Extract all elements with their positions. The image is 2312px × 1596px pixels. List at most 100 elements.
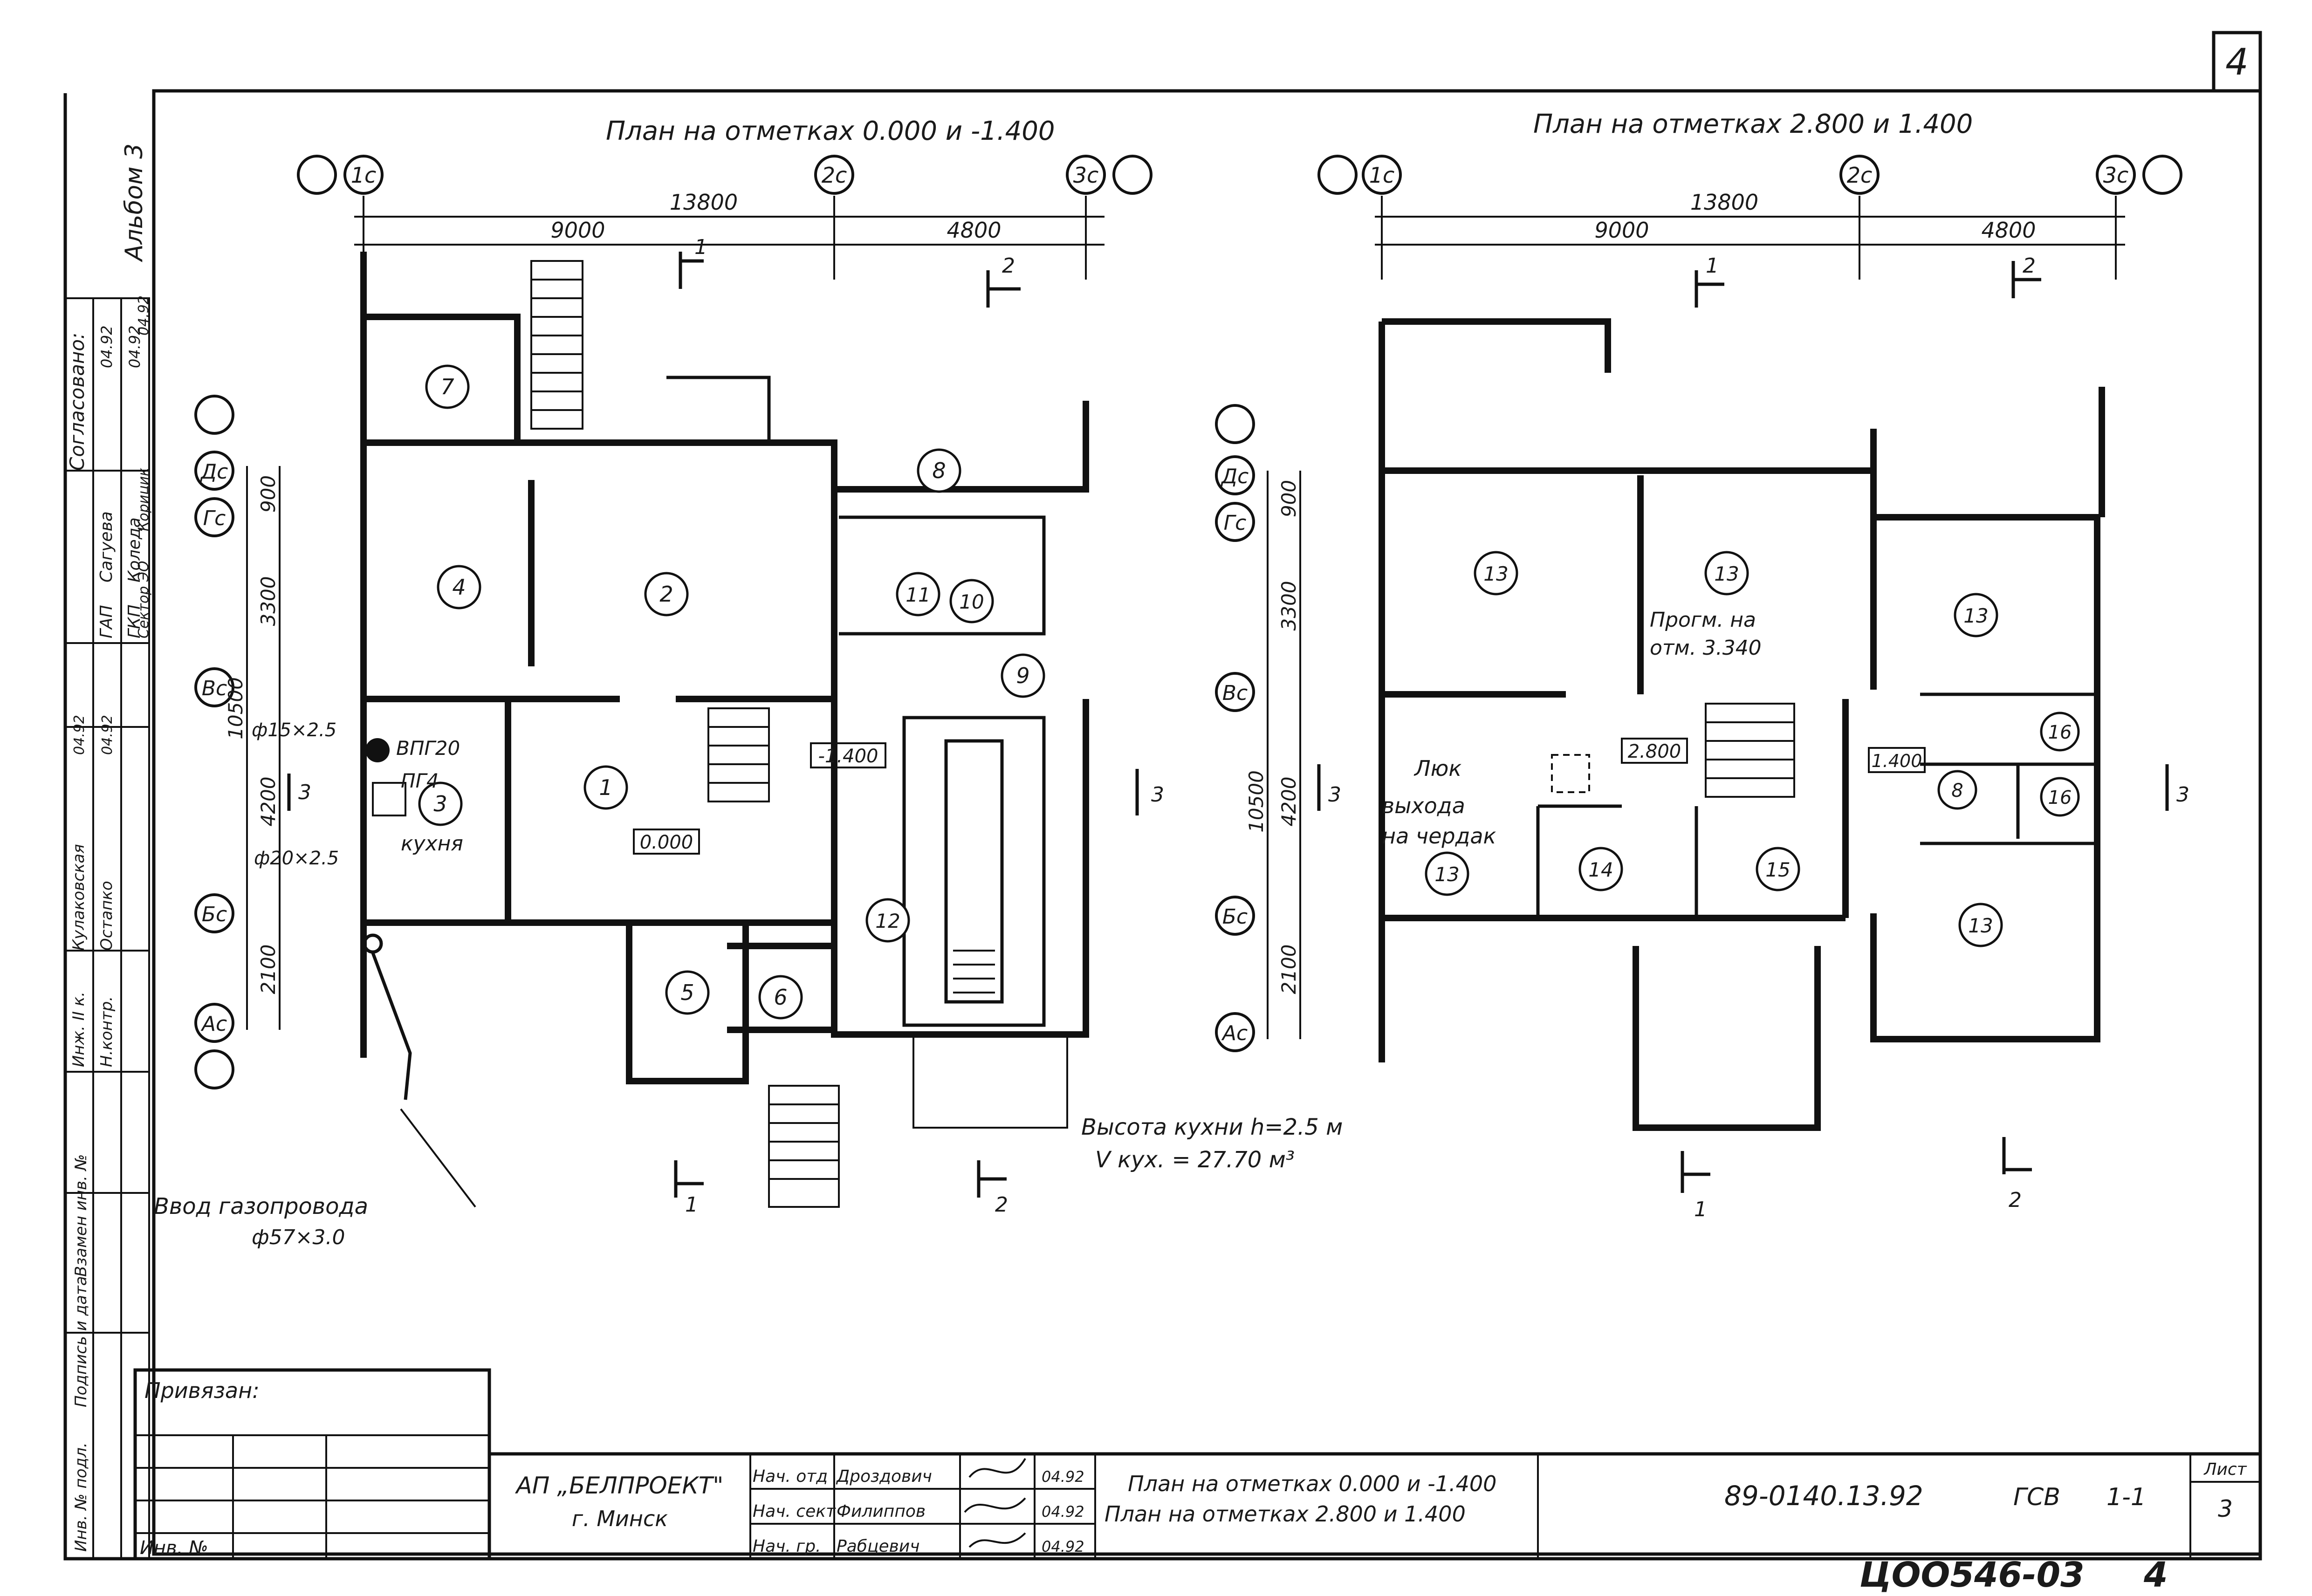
section-label: 1: [694, 235, 707, 259]
right-plan: План на отметках 2.800 и 1.400 1с 2с 3с …: [1215, 109, 2189, 1221]
room-5-label: 5: [680, 980, 694, 1005]
agreed-label: Согласовано:: [66, 333, 89, 471]
hatch-label-2: выхода: [1382, 793, 1465, 818]
stamp-date: 04.92: [1042, 1468, 1084, 1486]
album-label: Альбом 3: [120, 144, 148, 262]
eng-date: 04.92: [99, 715, 116, 755]
section-label: 3: [1151, 783, 1164, 807]
pipe-20: ф20×2.5: [254, 848, 339, 869]
stair-upper: [1705, 703, 1795, 798]
bound-label: Привязан:: [144, 1378, 260, 1403]
axis-vc-label: Вс: [1222, 681, 1248, 705]
room-13-label: 13: [1963, 604, 1988, 627]
inner-frame: [152, 89, 2262, 1556]
axis-1c-bubble: [343, 155, 384, 195]
eng-role: Н.контр.: [97, 996, 116, 1067]
wall: [364, 314, 521, 443]
axis-2c-bubble: [1839, 155, 1880, 195]
room-14-label: 14: [1588, 858, 1613, 881]
axis-2c-label: 2с: [1847, 163, 1873, 188]
room-13-bubble: [1425, 851, 1469, 896]
partition: [666, 376, 771, 443]
room-13-bubble: [1954, 593, 1998, 637]
section-label: 3: [1328, 783, 1341, 807]
room-2-label: 2: [659, 582, 673, 607]
archive-number: ЦОО546-03: [1859, 1555, 2085, 1595]
axis-3c-bubble: [1066, 155, 1106, 195]
section-label: 1: [1706, 254, 1719, 278]
room-12-bubble: [865, 898, 910, 943]
axis-ac-label: Ас: [1221, 1021, 1248, 1045]
attic-hatch: [1551, 754, 1590, 793]
stair-lobby: [707, 707, 770, 802]
eng-role: Инж. II к.: [69, 992, 88, 1067]
room-8-bubble: [1937, 770, 1977, 810]
right-plan-title: План на отметках 2.800 и 1.400: [1533, 109, 1973, 139]
dim-v-4200: 4200: [257, 777, 280, 827]
agree-date: 04.92: [98, 325, 116, 368]
drawing-title-1: План на отметках 0.000 и -1.400: [1128, 1471, 1496, 1496]
eng-date: 04.92: [71, 715, 88, 755]
kitchen-height-note: Высота кухни h=2.5 м: [1081, 1114, 1343, 1140]
signature-date-label: Подпись и дата: [72, 1276, 90, 1407]
drawing-sheet-ref: 1-1: [2106, 1483, 2146, 1511]
axis-dc-label: Дс: [1221, 465, 1249, 488]
stamp-role: Нач. отд: [753, 1467, 828, 1486]
stamp-role: Нач. сект: [753, 1502, 836, 1521]
room-7-label: 7: [440, 374, 454, 399]
room-16-label: 16: [2048, 722, 2072, 743]
stamp-date: 04.92: [1042, 1538, 1084, 1555]
gas-leader: [400, 1108, 476, 1208]
room-6-bubble: [758, 975, 803, 1020]
room-8-label: 8: [932, 458, 946, 483]
stair-top: [530, 260, 583, 430]
axis-gc-bubble: [1215, 502, 1255, 542]
axis-bubble: [194, 395, 234, 435]
axis-2c-bubble: [814, 155, 854, 195]
agree-name: Коледа: [125, 517, 144, 582]
room-14-bubble: [1578, 847, 1623, 891]
partition: [1920, 692, 2097, 845]
section-label: 2: [2009, 1188, 2022, 1212]
side-stamp-box: [64, 1071, 150, 1560]
axis-bc-label: Бс: [202, 903, 227, 926]
gas-input-title: Ввод газопровода: [154, 1193, 368, 1219]
archive-sheet: 4: [2143, 1555, 2168, 1595]
porch: [912, 1034, 1068, 1129]
axis-3c-label: 3с: [1073, 163, 1099, 188]
prog-label-2: отм. 3.340: [1650, 636, 1762, 660]
axis-gc-bubble: [194, 497, 234, 537]
wall: [834, 401, 1089, 493]
room-6-label: 6: [774, 985, 787, 1010]
room-16-bubble: [2040, 712, 2080, 752]
axis-bubble: [1215, 404, 1255, 444]
dim-b: 4800: [947, 218, 1001, 243]
axis-bubble: [2142, 155, 2182, 195]
axis-bc-label: Бс: [1222, 905, 1248, 929]
room-11-label: 11: [906, 583, 930, 606]
axis-dc-bubble: [1215, 455, 1255, 495]
room-1-label: 1: [599, 775, 612, 800]
partition: [1536, 804, 1698, 918]
prog-label-1: Прогм. на: [1650, 608, 1756, 632]
axis-vc-bubble: [194, 667, 234, 707]
wall: [1633, 946, 1821, 1131]
list-number: 3: [2218, 1495, 2233, 1522]
agree-role: Сектор ЭО: [136, 561, 152, 639]
dim-v-total-label: 10500: [1245, 770, 1268, 833]
axis-1c-label: 1с: [351, 163, 377, 188]
room-8-bubble: [917, 448, 961, 493]
axis-bubble: [1112, 155, 1153, 195]
section-mark: [2011, 261, 2041, 298]
room-9-bubble: [1001, 653, 1045, 698]
room-8-label: 8: [1951, 780, 1963, 801]
level-mark-box: [1868, 747, 1926, 773]
level-mark-0: 0.000: [640, 832, 693, 853]
level-mark-box: [810, 742, 886, 768]
dim-v-900: 900: [1277, 480, 1300, 517]
gas-entry-icon: [363, 933, 383, 954]
room-16-label: 16: [2048, 787, 2072, 808]
garage-pit: [902, 716, 1046, 1027]
section-mark: [674, 1160, 704, 1198]
inv-no-label: Инв. №: [140, 1537, 208, 1559]
